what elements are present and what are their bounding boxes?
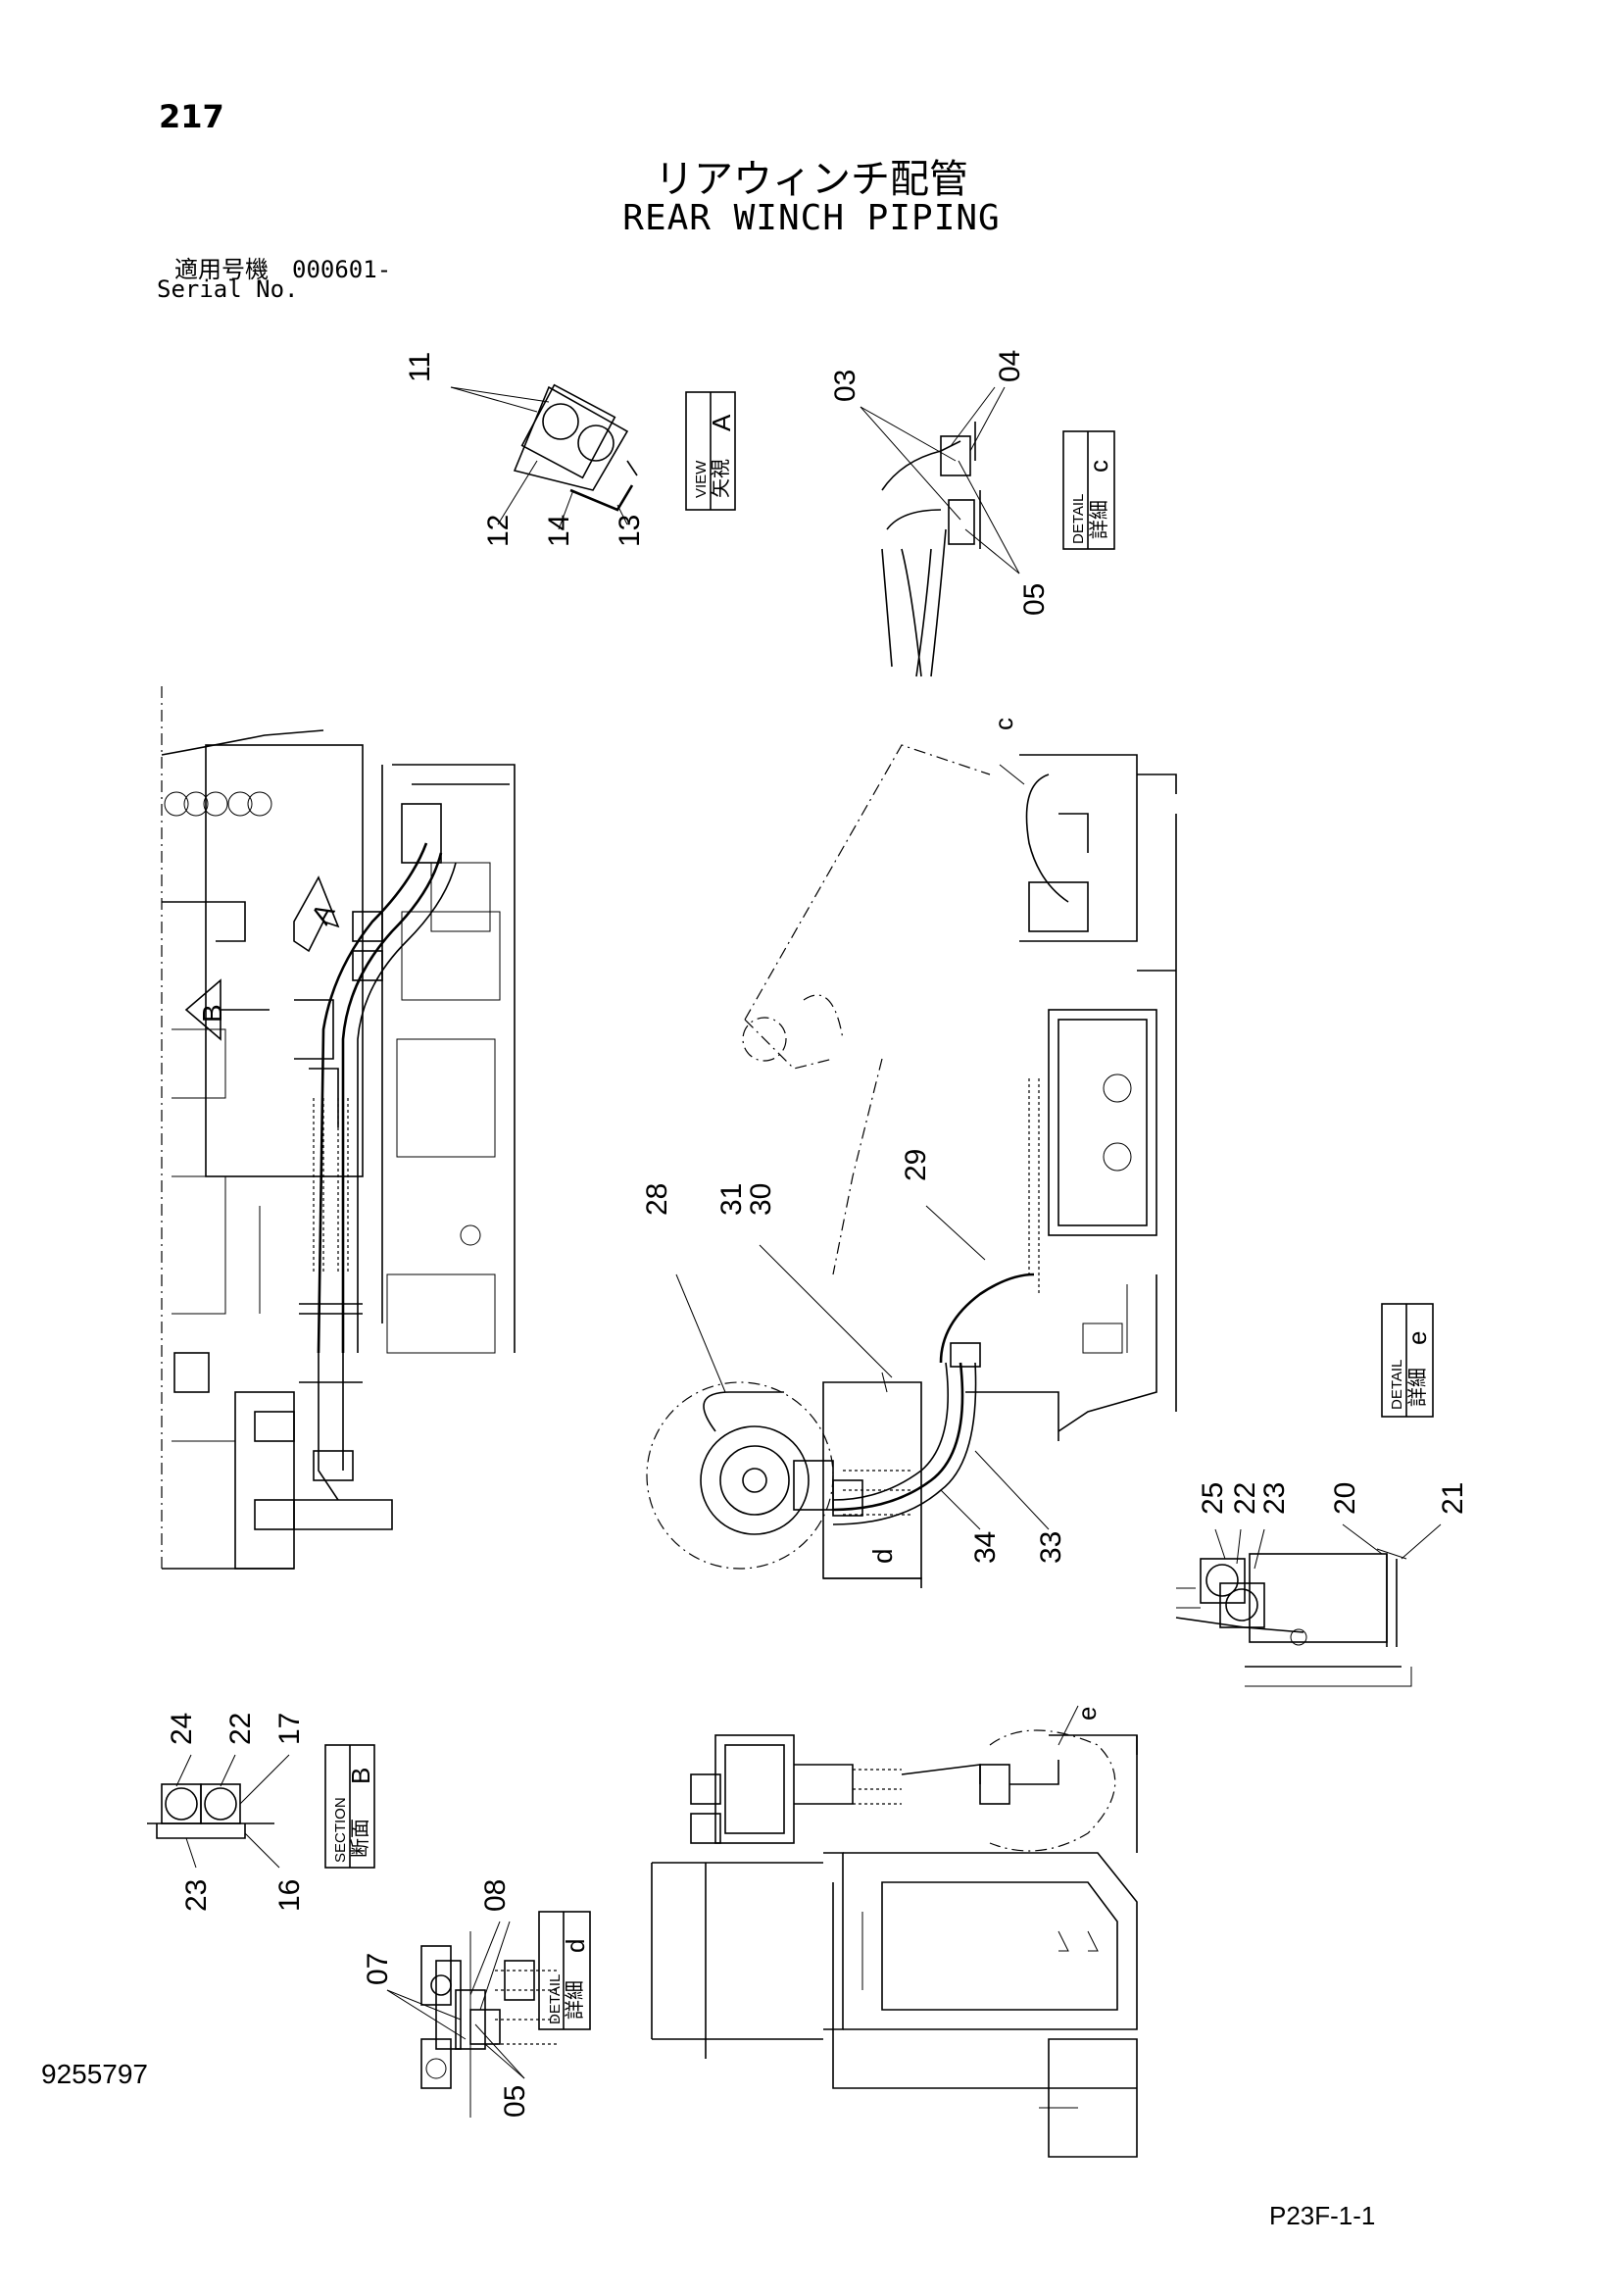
callout-05-top: 05 bbox=[1018, 583, 1051, 616]
side-view-drawing bbox=[646, 744, 1177, 1588]
title-japanese: リアウィンチ配管 bbox=[655, 157, 968, 202]
callout-29: 29 bbox=[900, 1149, 932, 1181]
view-a-label: 矢視 A VIEW bbox=[685, 391, 736, 511]
callout-e: e bbox=[1072, 1707, 1102, 1721]
svg-text:A: A bbox=[707, 414, 736, 431]
callout-34: 34 bbox=[969, 1531, 1002, 1564]
svg-text:詳細: 詳細 bbox=[1406, 1368, 1429, 1407]
callout-30: 30 bbox=[745, 1183, 777, 1216]
svg-text:矢視: 矢視 bbox=[710, 459, 732, 498]
svg-text:e: e bbox=[1402, 1331, 1432, 1345]
callout-22-b: 22 bbox=[224, 1713, 257, 1745]
callout-24: 24 bbox=[166, 1713, 198, 1745]
detail-c-drawing bbox=[860, 386, 1020, 677]
svg-text:d: d bbox=[561, 1939, 590, 1953]
leader-33 bbox=[974, 1450, 1050, 1530]
figure-number: P23F-1-1 bbox=[1269, 2201, 1376, 2230]
callout-23-e: 23 bbox=[1258, 1482, 1291, 1515]
arrow-a-label: A bbox=[305, 898, 340, 929]
callout-23-b: 23 bbox=[180, 1879, 213, 1912]
svg-text:詳細: 詳細 bbox=[564, 1980, 586, 2020]
callout-13: 13 bbox=[614, 515, 646, 547]
serial-label-japanese: 適用号機 000601- bbox=[174, 256, 392, 283]
callout-14: 14 bbox=[543, 515, 575, 547]
section-b-drawing bbox=[147, 1754, 290, 1869]
svg-text:DETAIL: DETAIL bbox=[1389, 1360, 1405, 1410]
callout-11: 11 bbox=[404, 352, 436, 382]
callout-04: 04 bbox=[994, 350, 1026, 382]
callout-16: 16 bbox=[273, 1879, 306, 1912]
section-b-label: 断面 B SECTION bbox=[324, 1744, 375, 1869]
plan-view-drawing bbox=[161, 686, 516, 1570]
callout-21: 21 bbox=[1437, 1482, 1469, 1515]
document-number: 9255797 bbox=[41, 2059, 149, 2089]
callout-33: 33 bbox=[1035, 1531, 1067, 1564]
detail-c-label: 詳細 c DETAIL bbox=[1062, 430, 1115, 550]
detail-e-drawing bbox=[1175, 1523, 1442, 1687]
svg-text:B: B bbox=[346, 1768, 375, 1784]
svg-text:詳細: 詳細 bbox=[1088, 500, 1110, 539]
callout-08: 08 bbox=[479, 1879, 512, 1912]
svg-text:DETAIL: DETAIL bbox=[1070, 494, 1087, 544]
callout-22-e: 22 bbox=[1229, 1482, 1261, 1515]
detail-e-label: 詳細 e DETAIL bbox=[1381, 1303, 1434, 1418]
svg-text:VIEW: VIEW bbox=[693, 460, 710, 498]
callout-c: c bbox=[989, 718, 1018, 730]
view-a-detail-drawing bbox=[450, 383, 638, 530]
svg-text:DETAIL: DETAIL bbox=[547, 1974, 564, 2024]
callout-03: 03 bbox=[829, 370, 861, 402]
leader-34 bbox=[940, 1489, 981, 1530]
svg-text:SECTION: SECTION bbox=[332, 1797, 349, 1863]
callout-28: 28 bbox=[641, 1183, 673, 1216]
detail-d-label: 詳細 d DETAIL bbox=[538, 1911, 591, 2030]
callout-05-bottom: 05 bbox=[499, 2085, 531, 2118]
title-english: REAR WINCH PIPING bbox=[622, 198, 1001, 238]
callout-d: d bbox=[867, 1548, 898, 1564]
callout-25: 25 bbox=[1197, 1482, 1229, 1515]
callout-17: 17 bbox=[273, 1713, 306, 1745]
svg-text:断面: 断面 bbox=[349, 1819, 371, 1858]
svg-text:c: c bbox=[1084, 460, 1113, 473]
detail-d-drawing bbox=[386, 1921, 559, 2118]
arrow-b-label: B bbox=[197, 1004, 227, 1023]
page-number: 217 bbox=[159, 98, 224, 135]
callout-20: 20 bbox=[1329, 1482, 1361, 1515]
callout-31: 31 bbox=[715, 1183, 748, 1216]
callout-12: 12 bbox=[482, 515, 515, 547]
callout-07: 07 bbox=[362, 1953, 394, 1985]
serial-label-english: Serial No. bbox=[157, 275, 299, 303]
front-view-drawing bbox=[651, 1705, 1138, 2158]
